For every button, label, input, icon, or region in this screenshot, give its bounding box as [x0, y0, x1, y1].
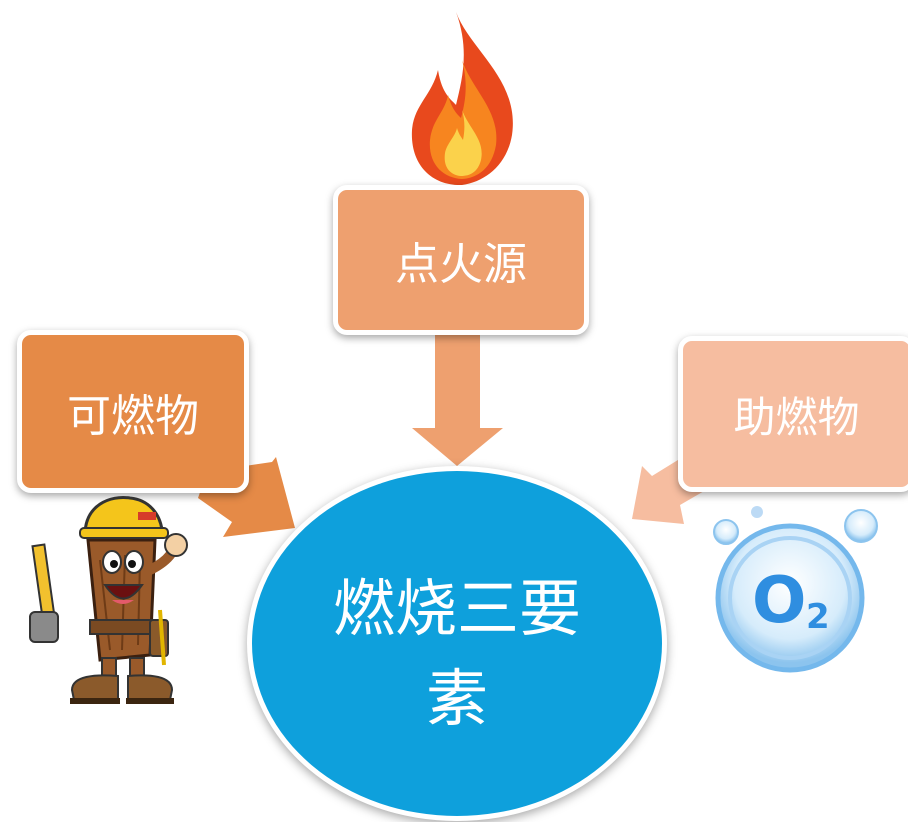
combustion-three-elements-circle: 燃烧三要素 [247, 466, 667, 821]
center-title: 燃烧三要素 [332, 571, 581, 735]
oxygen-symbol: O [752, 564, 806, 638]
ignition-source-label: 点火源 [395, 239, 527, 290]
fuel-box: 可燃物 [17, 330, 249, 493]
oxidizer-label: 助燃物 [733, 392, 860, 442]
arrow-down-from-ignition [412, 330, 503, 466]
oxidizer-box: 助燃物 [678, 336, 908, 492]
ignition-source-box: 点火源 [333, 185, 589, 335]
oxygen-subscript: 2 [806, 597, 830, 637]
fuel-label: 可燃物 [67, 390, 199, 442]
